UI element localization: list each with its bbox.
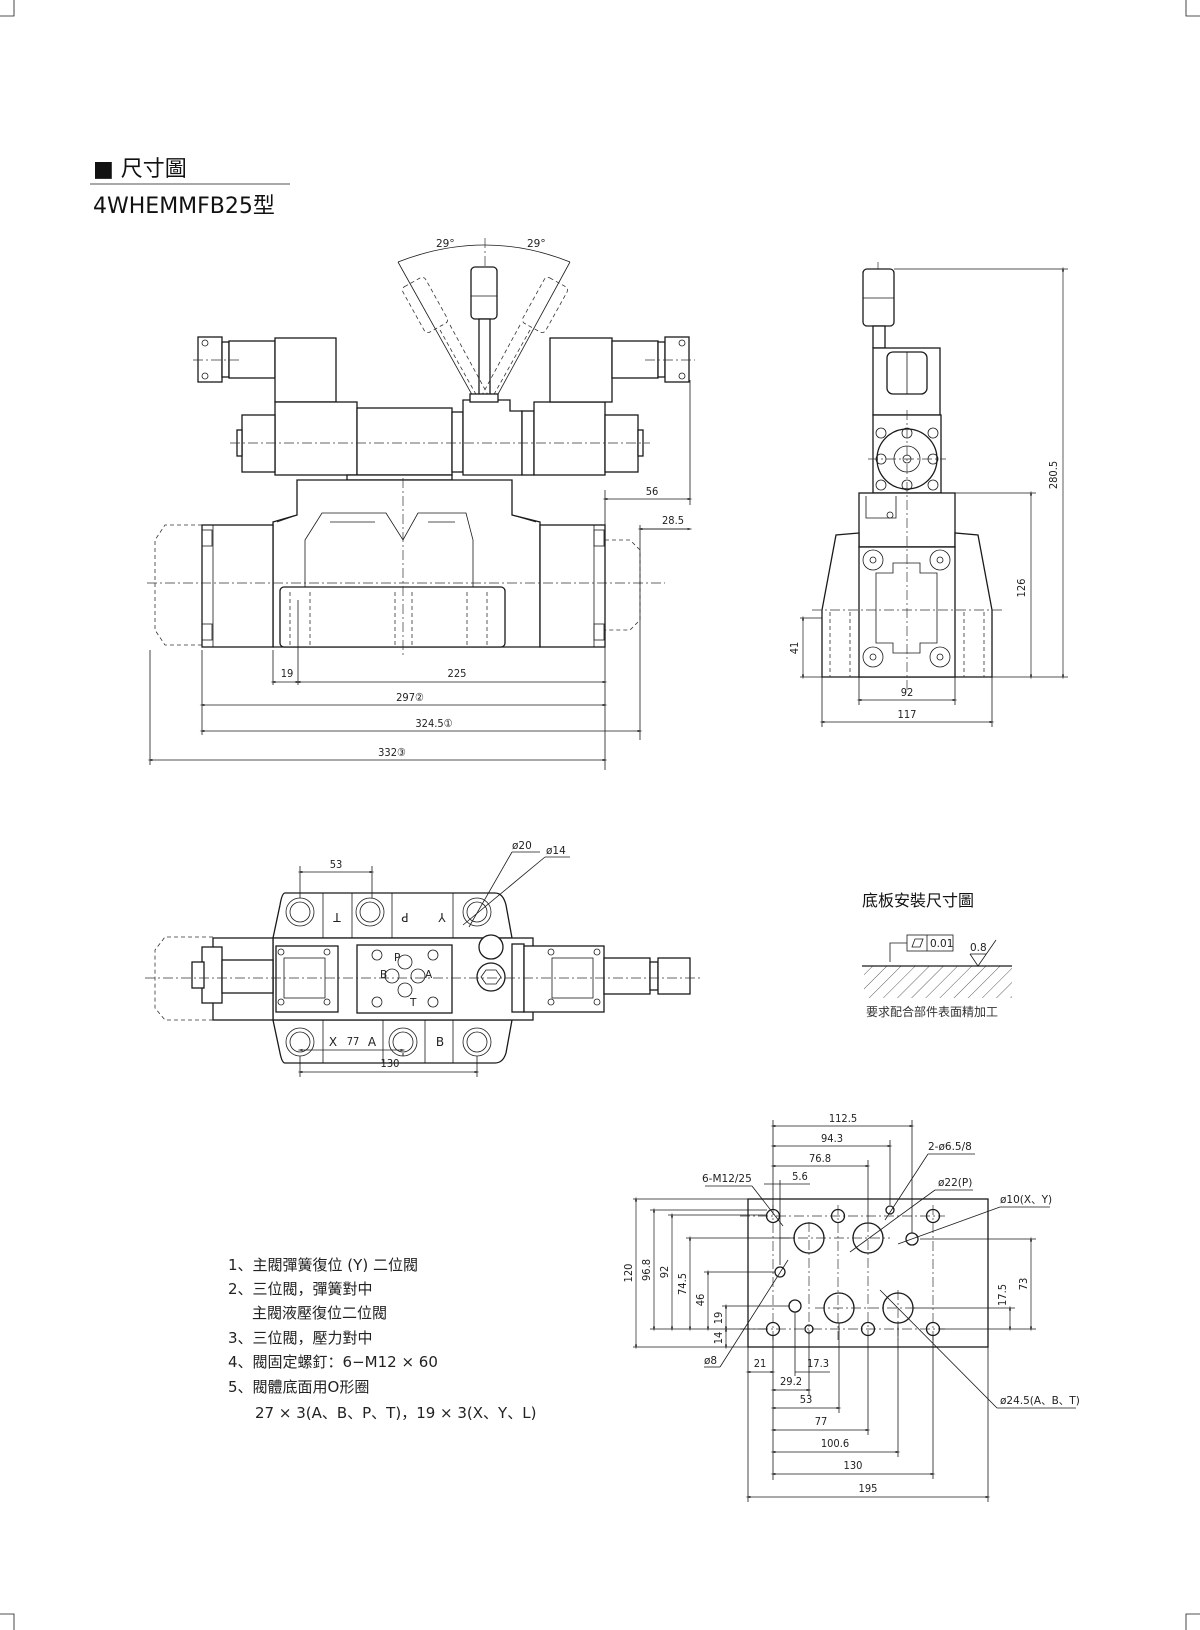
- dim-92: 92: [901, 686, 914, 699]
- port-bolts: [285, 897, 492, 1057]
- dim-5-6: 5.6: [792, 1170, 808, 1183]
- dim-73: 73: [1017, 1278, 1030, 1291]
- dim-130-plate: 130: [844, 1459, 863, 1472]
- port-label-t: T: [333, 910, 342, 924]
- front-dimensions: 56 28.5 19 225 297② 324.5① 332③: [147, 380, 693, 770]
- dim-17-5: 17.5: [996, 1284, 1009, 1306]
- angle-right-label: 29°: [527, 238, 546, 250]
- port-label-a: A: [368, 1035, 377, 1049]
- angle-left-label: 29°: [436, 238, 455, 250]
- pilot-port-a: A: [425, 969, 433, 981]
- left-end-cap: [201, 524, 274, 648]
- dim-92-plate: 92: [658, 1266, 671, 1279]
- dim-dia20: ø20: [512, 840, 532, 852]
- front-view: 29° 29°: [147, 238, 695, 770]
- port-label-x: X: [329, 1035, 337, 1049]
- notes: 1、主閥彈簧復位 (Y) 二位閥 2、三位閥，彈簧對中 主閥液壓復位二位閥 3、…: [228, 1256, 536, 1422]
- port-label-p: P: [401, 910, 408, 924]
- dim-120: 120: [622, 1264, 635, 1283]
- note-5b: 27 × 3(A、B、P、T)，19 × 3(X、Y、L): [255, 1404, 536, 1422]
- callout-d6-5: 2-ø6.5/8: [928, 1141, 972, 1153]
- hand-lever: [470, 266, 498, 396]
- note-5: 5、閥體底面用O形圈: [228, 1378, 369, 1396]
- callout-d10: ø10(X、Y): [1000, 1194, 1052, 1206]
- base-right-dimensions: 17.5 73: [913, 1236, 1036, 1332]
- pilot-port-b: B: [380, 969, 387, 981]
- top-dimensions: 53 ø20 ø14 77 130: [297, 840, 570, 1077]
- dim-dia14: ø14: [546, 845, 566, 857]
- dim-17-3: 17.3: [807, 1357, 829, 1370]
- dim-28-5: 28.5: [662, 514, 684, 527]
- dim-19-plate: 19: [712, 1312, 725, 1325]
- note-3: 3、三位閥，壓力對中: [228, 1329, 373, 1347]
- base-plate-drawing: 112.5 94.3 76.8 5.6 6-M12/25 2-ø6.5/8 ø2…: [622, 1112, 1080, 1502]
- dim-56: 56: [646, 485, 659, 498]
- dim-77: 77: [347, 1035, 360, 1048]
- dim-29-2: 29.2: [780, 1375, 802, 1388]
- base-bottom-dimensions: 21 17.3 29.2 53 77 100.6 130 195: [745, 1312, 991, 1502]
- callout-m12: 6-M12/25: [702, 1173, 752, 1185]
- port-label-y: Y: [438, 910, 447, 924]
- dim-14: 14: [712, 1332, 725, 1345]
- note-1: 1、主閥彈簧復位 (Y) 二位閥: [228, 1256, 418, 1274]
- dim-53: 53: [330, 858, 343, 871]
- dim-76-8: 76.8: [809, 1152, 831, 1165]
- surface-note: 要求配合部件表面精加工: [866, 1004, 998, 1019]
- note-4: 4、閥固定螺釘：6−M12 × 60: [228, 1353, 438, 1371]
- dim-100-6: 100.6: [821, 1437, 849, 1450]
- dim-297: 297②: [396, 691, 424, 704]
- base-left-dimensions: 120 96.8 92 74.5 46 19 14: [622, 1196, 795, 1350]
- pilot-port-t: T: [409, 997, 417, 1009]
- dim-96-8: 96.8: [640, 1259, 653, 1281]
- dim-126: 126: [1015, 579, 1028, 598]
- dim-77-plate: 77: [815, 1415, 828, 1428]
- flatness-value: 0.01: [930, 938, 953, 950]
- dim-41: 41: [788, 642, 801, 655]
- dim-280-5: 280.5: [1047, 461, 1060, 489]
- header: ■ 尺寸圖 4WHEMMFB25型: [90, 157, 290, 219]
- port-label-b: B: [436, 1035, 444, 1049]
- pilot-valve: [356, 407, 453, 476]
- dim-112-5: 112.5: [829, 1112, 857, 1125]
- dim-53-plate: 53: [800, 1393, 813, 1406]
- side-dimensions: 280.5 126 41 92 117: [788, 266, 1068, 727]
- top-view: T P Y X A B P B A T: [145, 840, 700, 1077]
- note-2b: 主閥液壓復位二位閥: [252, 1304, 387, 1322]
- side-view: 280.5 126 41 92 117: [788, 262, 1068, 727]
- base-top-dimensions: 112.5 94.3 76.8 5.6: [764, 1112, 915, 1265]
- section-title: ■ 尺寸圖: [93, 157, 187, 182]
- model-title: 4WHEMMFB25型: [93, 194, 275, 219]
- left-solenoid: [193, 336, 358, 476]
- dim-46: 46: [694, 1294, 707, 1307]
- surface-spec: 底板安裝尺寸圖 0.01 0.8 要求配合部件表面精加工: [862, 891, 1012, 1019]
- callout-d8: ø8: [704, 1355, 717, 1367]
- dim-94-3: 94.3: [821, 1132, 843, 1145]
- base-plate-title: 底板安裝尺寸圖: [862, 891, 974, 910]
- lever-alt-positions: [402, 276, 568, 399]
- callout-d24-5: ø24.5(A、B、T): [1000, 1395, 1080, 1407]
- pilot-port-p: P: [394, 952, 400, 964]
- base-callouts: 6-M12/25 2-ø6.5/8 ø22(P) ø10(X、Y) ø8 ø24…: [702, 1141, 1080, 1409]
- dim-324-5: 324.5①: [415, 717, 452, 730]
- note-2: 2、三位閥，彈簧對中: [228, 1280, 373, 1298]
- right-end-cap: [539, 524, 606, 648]
- dim-332: 332③: [378, 746, 406, 759]
- callout-d22: ø22(P): [938, 1177, 972, 1189]
- dim-225: 225: [448, 667, 467, 680]
- dim-130: 130: [381, 1057, 400, 1070]
- flatness-frame: 0.01: [906, 934, 954, 952]
- right-solenoid: [521, 336, 695, 476]
- dim-21: 21: [754, 1357, 767, 1370]
- dim-117: 117: [898, 708, 917, 721]
- dim-74-5: 74.5: [676, 1273, 689, 1295]
- dim-19: 19: [281, 667, 294, 680]
- lever-housing: [462, 399, 523, 476]
- roughness-value: 0.8: [970, 942, 987, 954]
- dim-195: 195: [859, 1482, 878, 1495]
